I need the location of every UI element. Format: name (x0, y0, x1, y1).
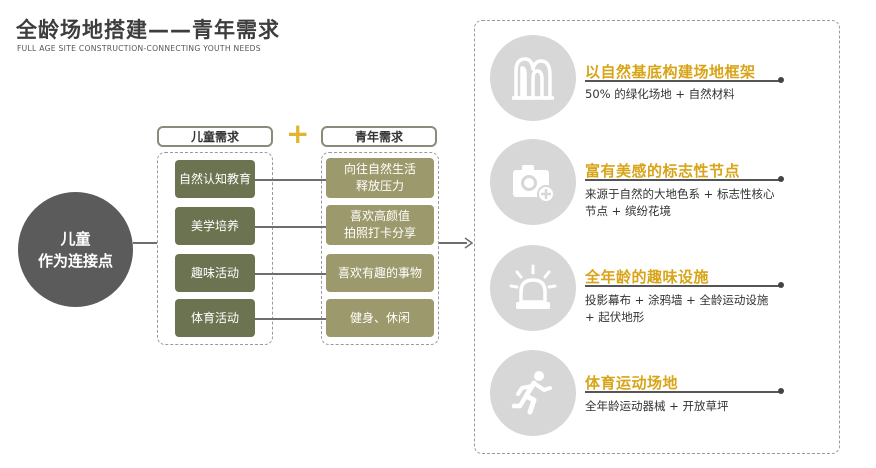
youth-needs-group (321, 152, 439, 345)
feature-title: 体育运动场地 (585, 374, 679, 392)
center-node-circle: 儿童 作为连接点 (18, 192, 133, 307)
connector-pair-4 (255, 318, 326, 320)
youth-need-line1: 向往自然生活 (343, 162, 416, 176)
children-need-item: 美学培养 (175, 207, 255, 245)
feature-underline (585, 179, 780, 181)
arrow-right-icon (464, 237, 474, 249)
feature-underline (585, 391, 780, 393)
connector-pair-1 (255, 179, 326, 181)
feature-description: 来源于自然的大地色系 + 标志性核心 (585, 187, 775, 201)
children-need-item: 趣味活动 (175, 254, 255, 292)
children-need-item: 自然认知教育 (175, 160, 255, 198)
youth-need-item: 健身、休闲 (326, 299, 434, 337)
connector-center-to-children (133, 242, 157, 244)
youth-need-item: 喜欢有趣的事物 (326, 254, 434, 292)
youth-need-item: 喜欢高颜值 拍照打卡分享 (326, 205, 434, 245)
feature-underline (585, 285, 780, 287)
feature-underline-dot (778, 77, 784, 83)
mountain-arch-icon (490, 35, 576, 121)
feature-description: 投影幕布 + 涂鸦墙 + 全龄运动设施 (585, 293, 769, 307)
plus-icon: + (286, 117, 310, 150)
children-need-item: 体育活动 (175, 299, 255, 337)
running-person-icon (490, 350, 576, 436)
youth-need-line1: 喜欢高颜值 (349, 209, 410, 223)
youth-need-line2: 拍照打卡分享 (343, 226, 416, 240)
youth-need-item: 向往自然生活 释放压力 (326, 158, 434, 198)
feature-underline-dot (778, 282, 784, 288)
center-node-line2: 作为连接点 (37, 251, 113, 270)
children-needs-header: 儿童需求 (157, 126, 273, 147)
feature-description: 全年龄运动器械 + 开放草坪 (585, 399, 729, 413)
feature-underline-dot (778, 176, 784, 182)
feature-underline-dot (778, 388, 784, 394)
page-subtitle: Full age site construction-Connecting yo… (17, 44, 261, 53)
page-title: 全龄场地搭建——青年需求 (16, 18, 280, 42)
children-needs-group (157, 152, 273, 345)
camera-add-icon (490, 139, 576, 225)
feature-description: 50% 的绿化场地 + 自然材料 (585, 87, 735, 101)
youth-needs-header: 青年需求 (321, 126, 437, 147)
connector-to-features (439, 242, 467, 244)
feature-title: 以自然基底构建场地框架 (585, 63, 756, 81)
feature-description-line2: 节点 + 缤纷花境 (585, 204, 671, 218)
youth-need-line2: 释放压力 (355, 179, 404, 193)
feature-description-line2: + 起伏地形 (585, 310, 645, 324)
center-node-line1: 儿童 (60, 229, 91, 248)
feature-underline (585, 80, 780, 82)
feature-title: 富有美感的标志性节点 (585, 162, 741, 180)
connector-pair-3 (255, 273, 326, 275)
features-panel (474, 20, 840, 454)
connector-pair-2 (255, 226, 326, 228)
alarm-light-icon (490, 245, 576, 331)
feature-title: 全年龄的趣味设施 (585, 268, 710, 286)
